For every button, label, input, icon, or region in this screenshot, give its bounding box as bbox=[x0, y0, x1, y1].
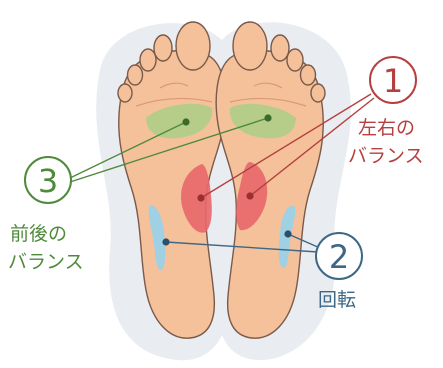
callout-3: 3 前後の バランス bbox=[8, 157, 84, 273]
arch-marker-dot bbox=[284, 230, 291, 237]
left-toe-4 bbox=[128, 65, 143, 85]
forefoot-marker-dot bbox=[182, 118, 189, 125]
callout-3-number: 3 bbox=[38, 162, 58, 200]
callout-3-label-line2: バランス bbox=[8, 251, 84, 273]
callout-2: 2 回転 bbox=[316, 233, 362, 311]
callout-3-label-line1: 前後の bbox=[10, 223, 67, 245]
callout-1-label-line2: バランス bbox=[348, 145, 424, 167]
right-toe-3 bbox=[287, 49, 303, 71]
callout-2-label: 回転 bbox=[318, 289, 356, 311]
callout-2-number: 2 bbox=[329, 238, 349, 276]
forefoot-marker-dot bbox=[264, 114, 271, 121]
left-toe-3 bbox=[140, 49, 156, 71]
right-toe-5 bbox=[311, 84, 325, 102]
left-big-toe bbox=[176, 22, 210, 70]
right-big-toe bbox=[233, 22, 267, 70]
left-toe-5 bbox=[118, 84, 132, 102]
midfoot-marker-dot bbox=[197, 194, 204, 201]
left-toe-2 bbox=[154, 35, 172, 61]
callout-1-number: 1 bbox=[383, 62, 403, 100]
arch-marker-dot bbox=[162, 238, 169, 245]
callout-1-label-line1: 左右の bbox=[358, 117, 415, 139]
callout-1: 1 左右の バランス bbox=[348, 57, 424, 167]
midfoot-marker-dot bbox=[246, 192, 253, 199]
right-toe-2 bbox=[271, 35, 289, 61]
right-toe-4 bbox=[301, 65, 316, 85]
